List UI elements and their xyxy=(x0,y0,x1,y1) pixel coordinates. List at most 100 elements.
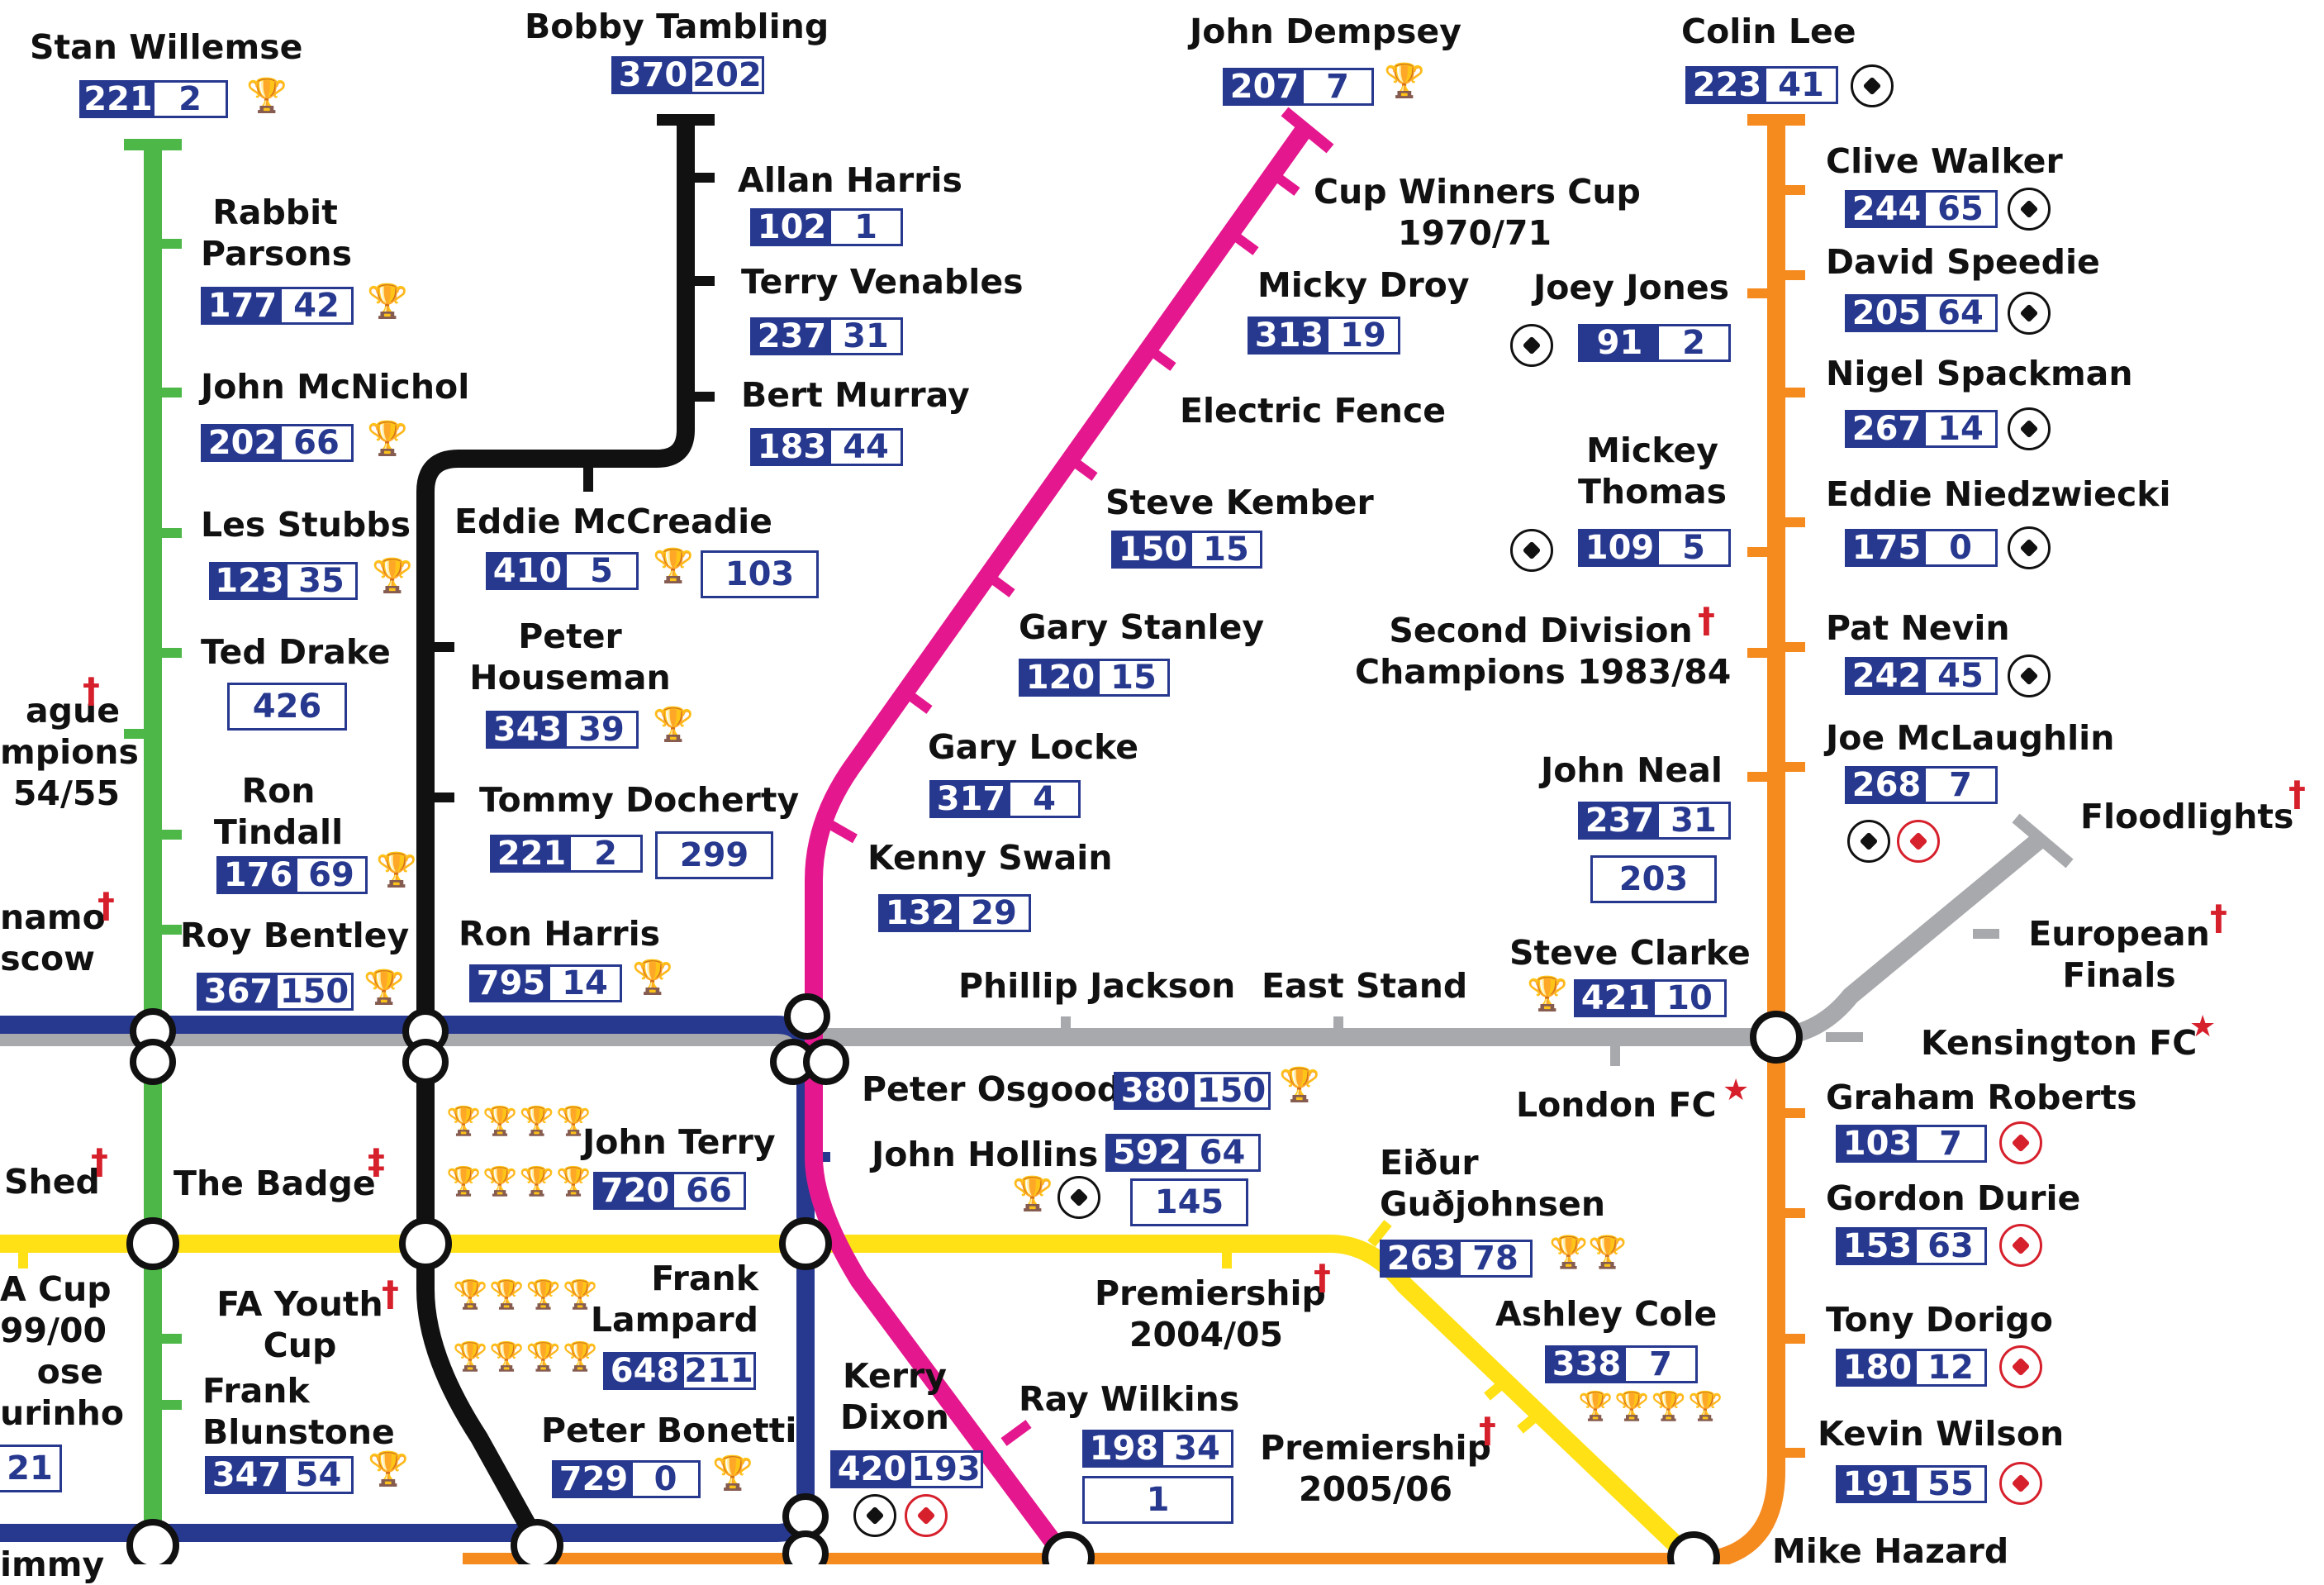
football-red-icon xyxy=(905,1494,948,1537)
black-ticks xyxy=(425,173,715,802)
goals: 15 xyxy=(1100,661,1167,694)
stats-box: 91 2 xyxy=(1578,324,1731,362)
station-label: Joey Jones xyxy=(1533,268,1730,307)
trophy-icon: 🏆 xyxy=(368,1450,409,1488)
trophy-icon: 🏆 xyxy=(367,420,408,458)
station-label: Ted Drake xyxy=(201,632,391,672)
goals: 42 xyxy=(282,289,351,322)
stats-box: 221 2 xyxy=(79,80,228,118)
trophy-icon: 🏆 xyxy=(653,547,694,585)
dagger-marker: † xyxy=(91,1141,108,1182)
goals: 5 xyxy=(1659,531,1728,564)
trophy-row-icon: 🏆🏆🏆🏆 xyxy=(453,1340,600,1373)
stats-box: 132 29 xyxy=(878,894,1031,932)
trophy-icon: 🏆 xyxy=(367,283,408,321)
appearances: 380 xyxy=(1116,1074,1195,1107)
goals: 35 xyxy=(288,564,355,597)
goals: 19 xyxy=(1328,319,1398,352)
extra-box: 299 xyxy=(655,831,773,879)
football-icon xyxy=(1510,529,1553,572)
appearances: 317 xyxy=(932,783,1010,816)
dagger-marker: † xyxy=(1479,1410,1496,1450)
interchange-yellow-orange xyxy=(1667,1531,1720,1564)
station-label: Mickey Thomas xyxy=(1577,431,1728,512)
stats-box: 191 55 xyxy=(1836,1465,1987,1503)
station-label: Floodlights xyxy=(2080,797,2294,836)
station-label: Clive Walker xyxy=(1826,141,2063,181)
extra-box: 103 xyxy=(701,550,819,598)
interchange-magenta-orange xyxy=(1042,1531,1095,1564)
stats-box: 347 54 xyxy=(205,1456,354,1494)
football-icon xyxy=(2008,188,2051,231)
interchange-magenta-grey-a xyxy=(784,993,830,1040)
football-icon xyxy=(1851,64,1894,107)
goals: 31 xyxy=(1659,804,1728,837)
stats-box: 592 64 xyxy=(1105,1134,1261,1172)
goals: 64 xyxy=(1186,1136,1258,1169)
appearances: 198 xyxy=(1085,1432,1163,1465)
station-label: Colin Lee xyxy=(1681,12,1856,51)
station-label: Ray Wilkins xyxy=(1019,1379,1240,1419)
extra-box: 203 xyxy=(1590,855,1717,903)
appearances: 313 xyxy=(1250,319,1328,352)
football-icon xyxy=(2008,526,2051,569)
station-label: John Dempsey xyxy=(1190,12,1461,51)
stats-box: 795 14 xyxy=(469,964,622,1002)
appearances: 338 xyxy=(1547,1348,1626,1381)
station-label: Peter Houseman xyxy=(469,616,671,698)
station-label: Bert Murray xyxy=(741,375,970,415)
station-label: John Hollins xyxy=(872,1135,1099,1174)
trophy-icon: 🏆 xyxy=(653,706,694,744)
stats-box: 367 150 xyxy=(197,973,354,1011)
stats-box: 263 78 xyxy=(1380,1240,1533,1278)
appearances: 221 xyxy=(82,83,154,116)
goals: 31 xyxy=(831,320,901,353)
dagger-marker: † xyxy=(2210,897,2227,938)
appearances: 729 xyxy=(554,1463,633,1496)
edge-label-dynamo: namo scow xyxy=(0,897,106,979)
station-label: Second Division Champions 1983/84 xyxy=(1355,611,1732,693)
appearances: 207 xyxy=(1225,70,1304,103)
appearances: 267 xyxy=(1847,412,1926,445)
stats-box: 177 42 xyxy=(201,287,354,325)
station-label: Stan Willemse xyxy=(30,27,303,67)
football-icon xyxy=(2008,407,2051,450)
appearances: 177 xyxy=(203,289,282,322)
extra-box: 1 xyxy=(1082,1476,1233,1524)
appearances: 191 xyxy=(1838,1468,1917,1501)
appearances: 244 xyxy=(1847,193,1926,226)
football-red-icon xyxy=(1999,1224,2042,1267)
stats-box: 421 10 xyxy=(1574,979,1727,1017)
football-icon xyxy=(853,1494,896,1537)
stats-box: 338 7 xyxy=(1545,1345,1698,1383)
stats-box: 313 19 xyxy=(1248,317,1400,355)
goals: 63 xyxy=(1917,1230,1984,1263)
interchange-orange-grey xyxy=(1750,1011,1803,1064)
goals: 202 xyxy=(692,56,762,94)
goals: 15 xyxy=(1192,533,1260,566)
stats-box: 410 5 xyxy=(486,552,639,590)
goals: 1 xyxy=(831,211,901,244)
station-label: Eddie McCreadie xyxy=(454,502,772,541)
station-label: Gary Locke xyxy=(928,727,1139,767)
station-label: Ron Harris xyxy=(459,914,661,954)
goals: 5 xyxy=(567,555,636,588)
appearances: 237 xyxy=(753,320,831,353)
trophy-icon: 🏆 xyxy=(1527,975,1568,1013)
trophy-icon: 🏆 xyxy=(364,969,405,1007)
station-label: Eiður Guðjohnsen xyxy=(1380,1143,1606,1225)
appearances: 420 xyxy=(833,1453,911,1486)
trophy-row-icon: 🏆🏆🏆🏆 xyxy=(446,1165,593,1198)
goals: 78 xyxy=(1461,1242,1530,1275)
dagger-marker: † xyxy=(1698,600,1715,640)
goals: 29 xyxy=(959,897,1029,930)
stats-box: 175 0 xyxy=(1845,529,1998,567)
stats-box: 198 34 xyxy=(1082,1430,1233,1468)
goals: 45 xyxy=(1926,659,1995,693)
football-icon xyxy=(2008,292,2051,335)
stats-box: 317 4 xyxy=(929,780,1081,818)
orange-ticks xyxy=(1747,185,1805,1458)
goals: 66 xyxy=(674,1174,744,1207)
stats-box: 370 202 xyxy=(611,56,764,94)
